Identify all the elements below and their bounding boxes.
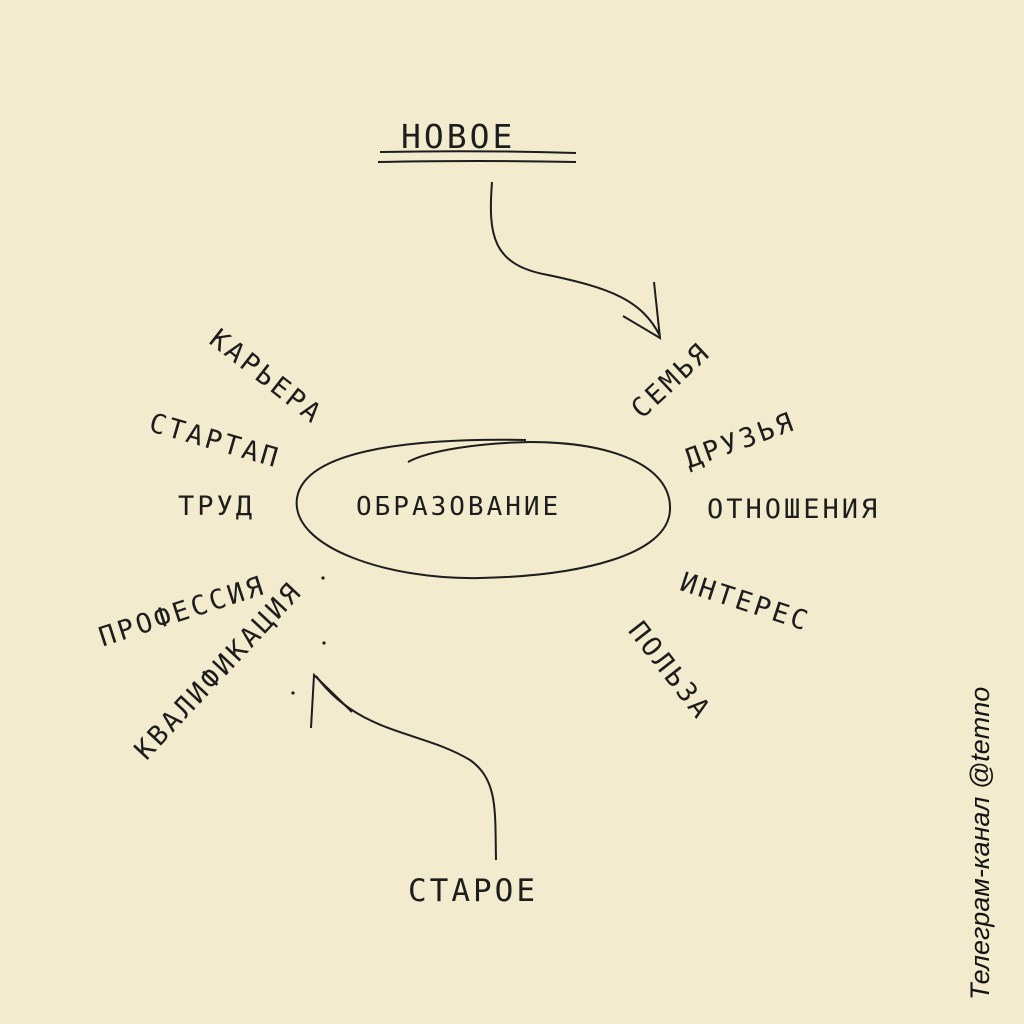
arrow-old-to-qualification [315, 675, 497, 861]
stray-dot [291, 691, 295, 695]
channel-credit: Телеграм-канал @temno [965, 686, 995, 1000]
center-ellipse [295, 438, 672, 580]
arrow-new-head [622, 281, 662, 340]
stray-dot [321, 576, 325, 580]
stray-dot [322, 641, 326, 645]
term-labor: ТРУД [178, 491, 256, 522]
title-underline-top [379, 150, 577, 154]
arrow-new-to-family [489, 181, 661, 337]
arrow-old-head [310, 672, 353, 729]
bottom-label-old: СТАРОЕ [408, 873, 538, 909]
term-relationships: ОТНОШЕНИЯ [707, 494, 881, 525]
center-label: ОБРАЗОВАНИЕ [356, 492, 562, 522]
title-new: НОВОЕ [401, 117, 516, 156]
title-underline-bottom [377, 160, 577, 163]
